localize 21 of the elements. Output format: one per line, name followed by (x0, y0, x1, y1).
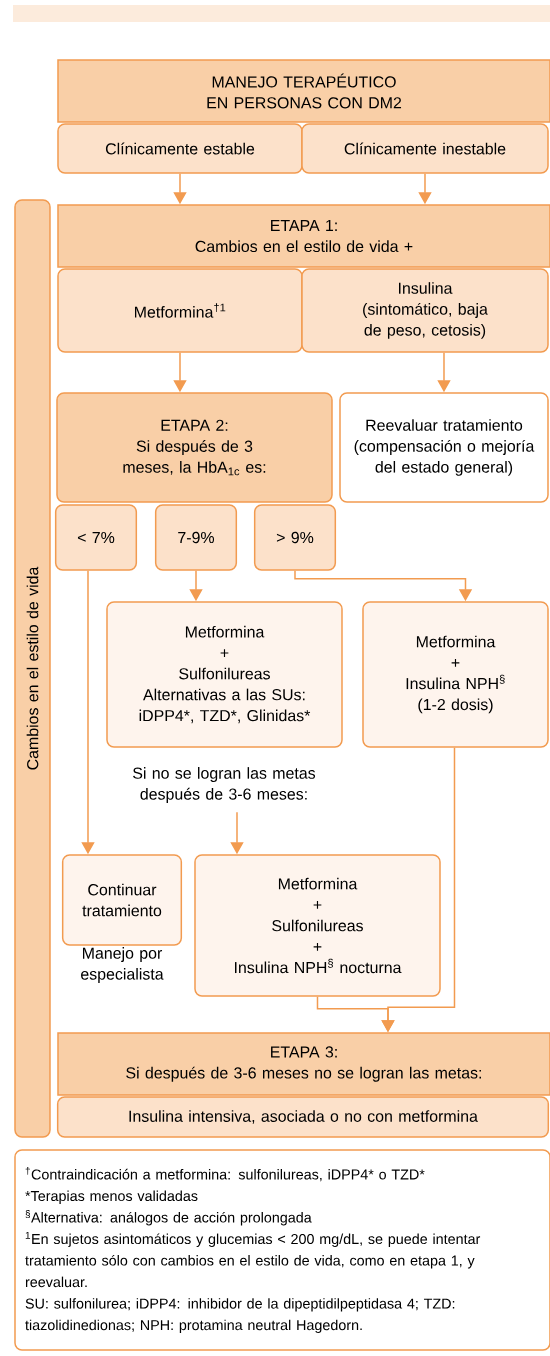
stage-box: ETAPA 1: Cambios en el estilo de vida + (57, 204, 550, 268)
footnote-box: $^{†}$Contraindicación a metformina: sulfonilureas, iDPP4* o TZD* *Terapias menos validadas $^{§}$Alternativa: análogos de acción prolongada $^{1}$En sujetos asintomáticos y glucemias < 200 mg/dL, se puede intentar tratamiento sólo con cambios en el estilo de vida, como en etapa 1, y reevaluar. SU: sulfonilurea; iDPP4: inhibidor de la dipeptidilpeptidasa 4; TZD: tiazolidinedionas; NPH: protamina neutral Hagedorn. (14, 1149, 550, 1351)
range-box: 7-9% (154, 504, 238, 571)
side-band: Cambios en el estilo de vida (14, 199, 51, 1138)
option-box: Clínicamente estable (57, 123, 303, 174)
treatment-box: Metformina + Insulina NPH$^{§}$ (1-2 dosis) (362, 601, 549, 748)
option-box: Clínicamente inestable (301, 123, 549, 174)
treatment-box: Metformina + Sulfonilureas Alternativas a las SUs: iDPP4*, TZD*, Glinidas* (106, 601, 343, 748)
range-box: < 7% (54, 504, 138, 571)
stage-box: ETAPA 2: Si después de 3 meses, la HbA$_{1c}$ es: (56, 392, 333, 503)
treatment-box: Continuar tratamiento (61, 854, 183, 946)
note-text: Si no se logran las metas después de 3-6 meses: (133, 767, 316, 803)
note-text: Manejo por especialista (81, 947, 164, 983)
treatment-box: Insulina intensiva, asociada o no con metformina (56, 1096, 550, 1138)
treatment-box: Reevaluar tratamiento (compensación o mejoría del estado general) (339, 392, 549, 503)
treatment-box: Metformina + Sulfonilureas + Insulina NPH$^{§}$ nocturna (194, 854, 441, 997)
treatment-box: Metformina$^{†1}$ (57, 268, 303, 353)
title-box: MANEJO TERAPÉUTICO EN PERSONAS CON DM2 (57, 59, 550, 123)
stage-box: ETAPA 3: Si después de 3-6 meses no se logran las metas: (57, 1032, 550, 1096)
treatment-box: Insulina (sintomático, baja de peso, cetosis) (301, 268, 549, 353)
range-box: > 9% (253, 504, 337, 571)
